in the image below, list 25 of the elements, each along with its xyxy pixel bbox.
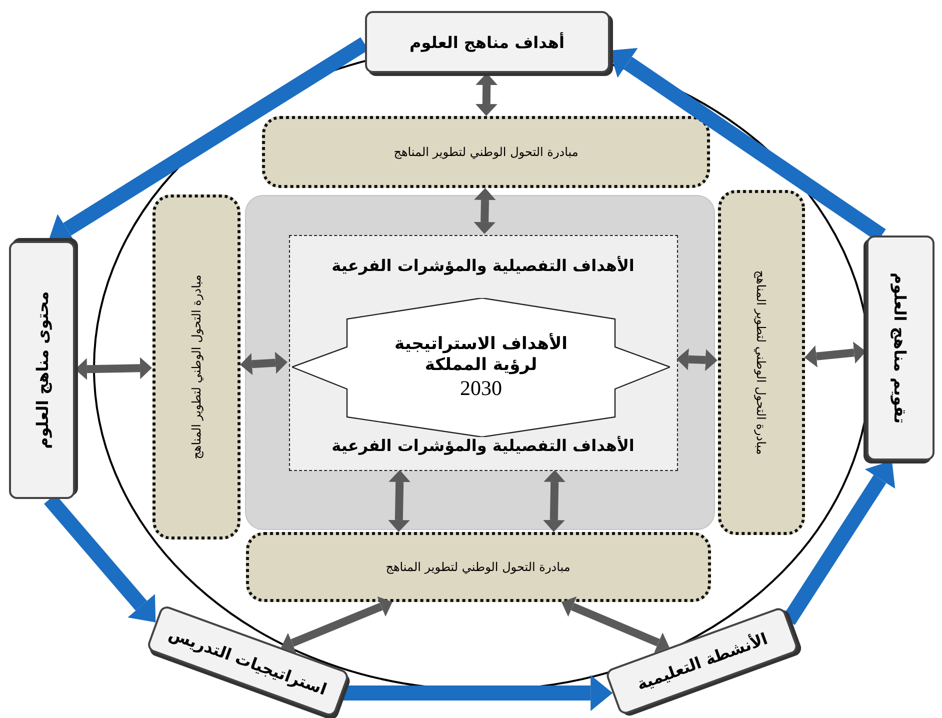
block-arrow [342,675,613,711]
double-arrow [676,348,718,371]
initiative-band: مبادرة التحول الوطني لتطوير المناهج [152,194,240,540]
double-arrow [75,357,152,380]
double-arrow [388,470,411,532]
panel-background [245,194,715,530]
double-arrow [240,352,288,376]
label-box: محتوى مناهج العلوم [9,241,75,499]
year-text: 2030 [460,376,502,400]
label-box: استراتيجيات التدريس [146,604,350,718]
double-arrow [804,342,866,368]
initiative-band: مبادرة التحول الوطني لتطوير المناهج [718,190,804,534]
initiative-band: مبادرة التحول الوطني لتطوير المناهج [262,116,710,188]
label-box: تقويم مناهج العلوم [866,236,934,460]
initiative-band: مبادرة التحول الوطني لتطوير المناهج [246,532,710,602]
heading-text: الأهداف التفصيلية والمؤشرات الفرعية [330,436,636,455]
double-arrow [281,596,392,654]
star-text: الأهداف الاستراتيجية لرؤية المملكة [394,334,568,376]
double-arrow [475,73,498,116]
double-arrow [474,188,496,234]
heading-text: الأهداف التفصيلية والمؤشرات الفرعية [330,256,636,275]
dashed-box [288,235,678,471]
label-box: الأنشطة التعليمية [604,606,800,716]
double-arrow [542,470,566,532]
double-arrow [561,596,670,653]
